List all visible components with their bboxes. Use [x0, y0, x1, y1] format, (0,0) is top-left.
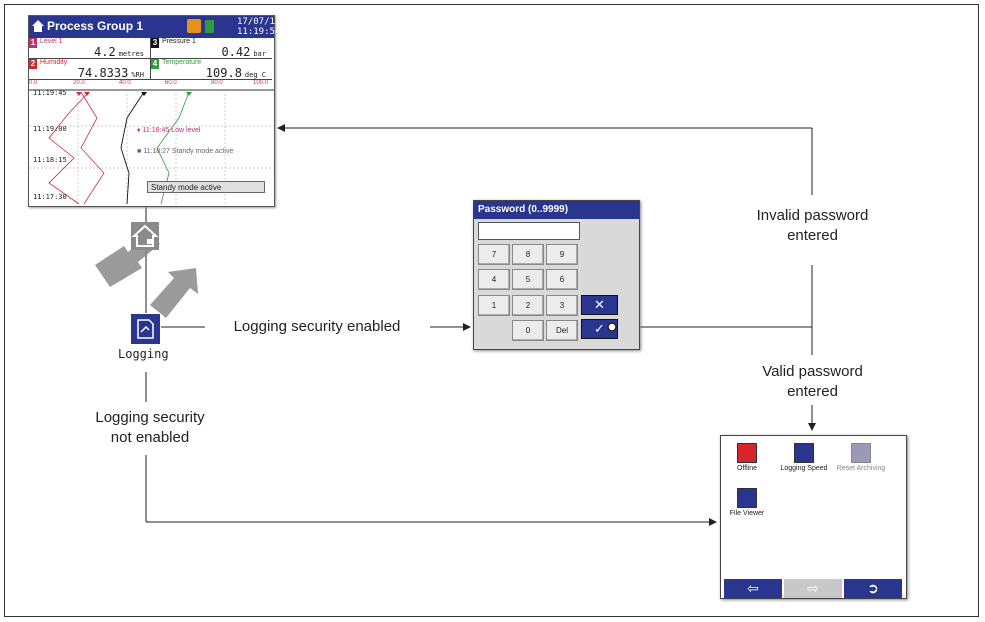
exit-button[interactable]: ➲ [844, 579, 902, 598]
app-logging-speed[interactable]: Logging Speed [769, 443, 839, 472]
screen-title: Process Group 1 [47, 19, 144, 33]
dialog-title: Password (0..9999) [474, 201, 639, 219]
x-icon: ✕ [594, 297, 605, 312]
keypad-key[interactable]: 9 [546, 244, 578, 265]
home-button[interactable] [131, 222, 159, 250]
time-label: 11:18:15 [33, 156, 67, 164]
keypad-key[interactable]: 3 [546, 295, 578, 316]
folder-icon [851, 443, 871, 463]
keypad-key[interactable]: 7 [478, 244, 510, 265]
keypad-key[interactable]: 5 [512, 269, 544, 290]
keypad-key[interactable]: Del [546, 320, 578, 341]
app-offline[interactable]: Offline [712, 443, 782, 472]
logging-label: Logging [118, 347, 169, 361]
event-marker: ■ 11:18:27 Standy mode active [137, 148, 234, 155]
security-not-enabled-label: Logging security not enabled [95, 409, 205, 446]
battery-icon [205, 20, 214, 33]
security-enabled-label: Logging security enabled [233, 318, 401, 335]
password-input[interactable] [478, 222, 580, 240]
logging-icon [137, 319, 154, 339]
app-file-viewer[interactable]: File Viewer [712, 488, 782, 517]
status-message: Standy mode active [147, 181, 265, 193]
back-button[interactable]: ⇦ [724, 579, 782, 598]
event-marker: ♦ 11:18:45 Low level [137, 127, 201, 134]
process-group-screen: Process Group 1 17/07/13 11:19:54 1 Leve… [28, 15, 280, 207]
date-time: 17/07/13 11:19:54 [237, 17, 281, 37]
screen-title-bar: Process Group 1 17/07/13 11:19:54 [29, 16, 280, 38]
logging-button[interactable] [131, 314, 160, 344]
time-label: 11:19:00 [33, 125, 67, 133]
exit-icon: ➲ [867, 580, 879, 596]
folder-icon [737, 443, 757, 463]
keypad-key[interactable]: 6 [546, 269, 578, 290]
channel-panel[interactable]: 2 Humidity 74.8333%RH [29, 59, 151, 80]
nav-bar: ⇦ ⇨ ➲ [721, 579, 906, 598]
hand-pointer-icon [150, 268, 198, 318]
valid-password-label: Valid password entered [762, 363, 863, 400]
time-label: 11:19:45 [33, 89, 67, 97]
diagram-frame [4, 4, 979, 617]
check-icon: ✓ [594, 321, 605, 336]
home-icon [131, 224, 159, 247]
arrow-left-icon: ⇦ [747, 580, 759, 596]
keypad-key[interactable]: 2 [512, 295, 544, 316]
time-label: 11:17:30 [33, 193, 67, 201]
chart-scale: 0.0 20.0 40.0 60.0 80.0 100.0 [29, 80, 269, 86]
logging-screen: Offline Logging Speed Reset Archiving Fi… [720, 435, 907, 599]
cancel-button[interactable]: ✕ [581, 295, 618, 315]
keypad-key[interactable]: 8 [512, 244, 544, 265]
logging-icon [794, 443, 814, 463]
arrow-right-icon: ⇨ [807, 580, 819, 596]
forward-button[interactable]: ⇨ [784, 579, 842, 598]
invalid-password-label: Invalid password entered [756, 207, 869, 244]
alarm-bell-icon[interactable] [187, 19, 201, 33]
keypad-key[interactable]: 1 [478, 295, 510, 316]
app-reset-archiving[interactable]: Reset Archiving [826, 443, 896, 472]
keypad-key[interactable]: 4 [478, 269, 510, 290]
viewer-icon [737, 488, 757, 508]
home-icon[interactable] [31, 19, 45, 33]
keypad-key[interactable]: 0 [512, 320, 544, 341]
